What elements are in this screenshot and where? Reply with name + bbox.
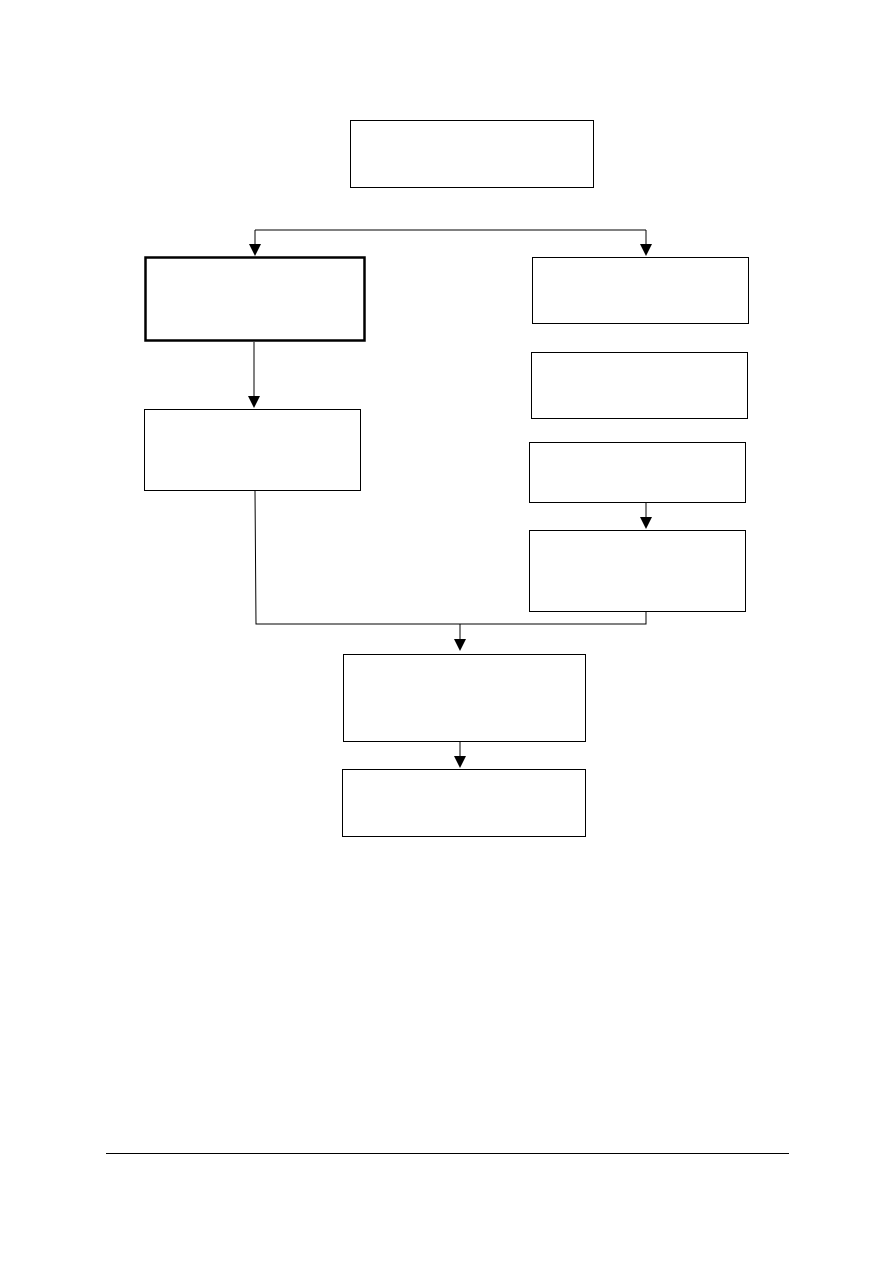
node-final-box: [342, 769, 586, 837]
node-left-2-box: [144, 409, 361, 491]
node-merge: [343, 654, 586, 742]
arrowhead-left-2: [248, 396, 260, 408]
node-right-2: [531, 352, 748, 419]
nodes: [144, 120, 749, 837]
arrowhead-merge: [454, 639, 466, 651]
node-right-4-box: [529, 530, 746, 612]
node-right-3: [529, 442, 746, 503]
node-right-3-box: [529, 442, 746, 503]
node-right-4: [529, 530, 746, 612]
node-right-1: [532, 257, 749, 324]
arrowhead-final: [454, 756, 466, 768]
arrowhead-right-1: [640, 244, 652, 256]
node-top-box: [350, 120, 594, 188]
node-top: [350, 120, 594, 188]
node-final: [342, 769, 586, 837]
node-left-1-box: [144, 256, 366, 342]
node-right-2-box: [531, 352, 748, 419]
edge-left-2-to-merge: [254, 490, 647, 625]
node-right-1-box: [532, 257, 749, 324]
connectors: [248, 229, 652, 768]
node-left-2: [144, 409, 361, 491]
arrowhead-right-4: [640, 517, 652, 529]
node-merge-box: [343, 654, 586, 742]
arrowhead-left-1: [249, 244, 261, 256]
node-left-1: [144, 256, 366, 342]
